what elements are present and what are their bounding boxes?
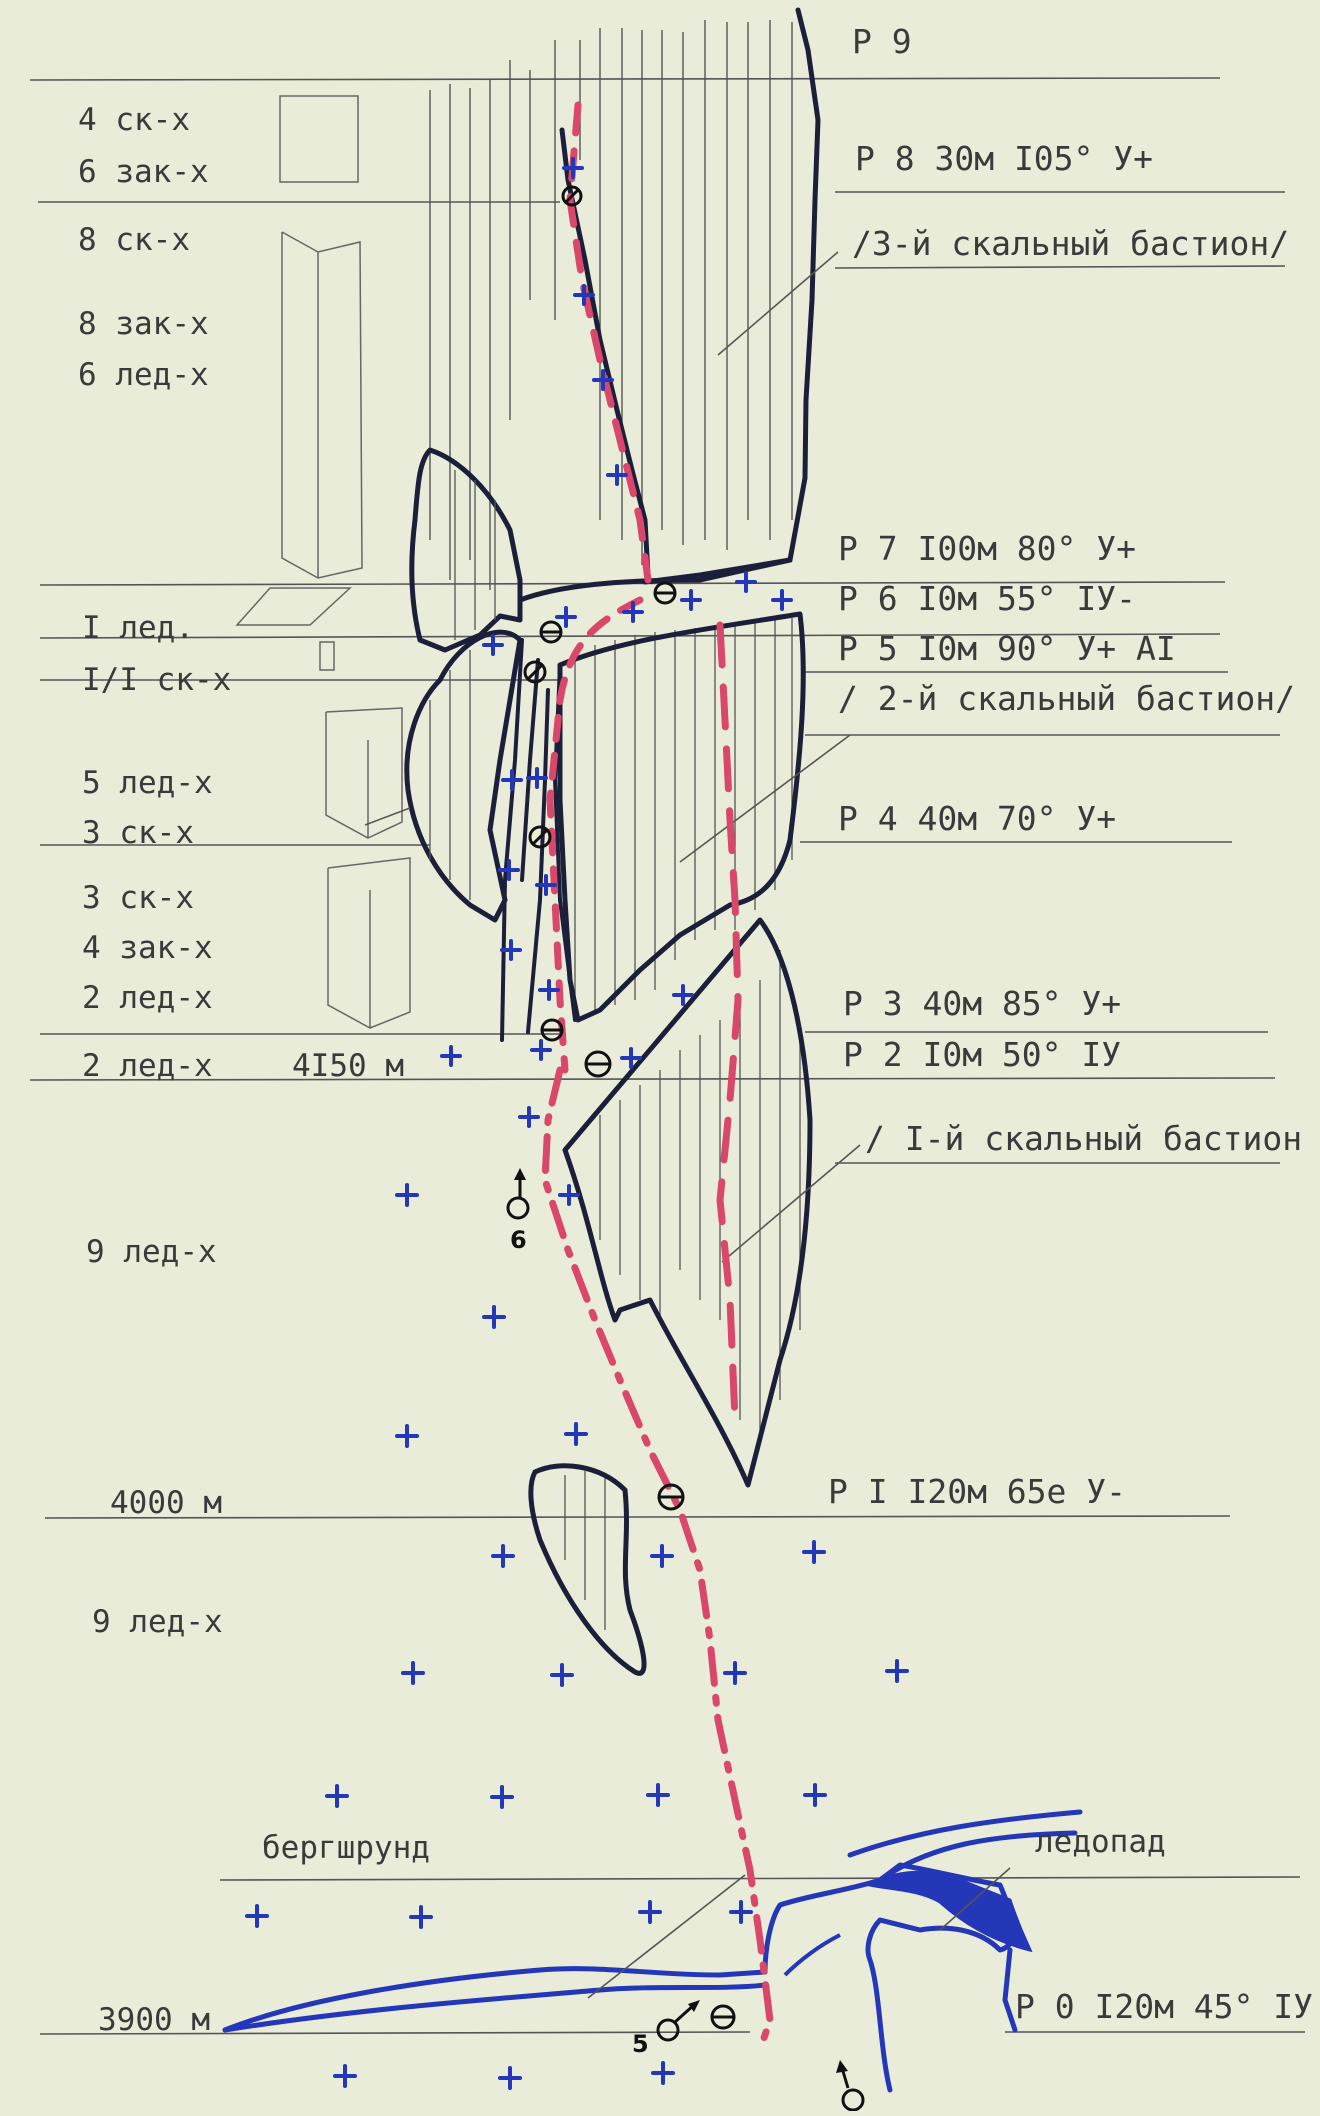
pitch-r0: Р 0 I20м 45° IУ bbox=[1015, 1987, 1313, 2026]
label-bastion-3: /3-й скальный бастион/ bbox=[852, 224, 1289, 263]
ice-screw-marks bbox=[245, 157, 909, 2090]
altitude-4150: 4I50 м bbox=[292, 1048, 404, 1084]
pencil-symbols bbox=[235, 95, 411, 1029]
pitch-r9: Р 9 bbox=[852, 22, 912, 61]
label-chocks-6: 6 зак-х bbox=[78, 154, 209, 190]
label-rock-pitons-3b: 3 ск-х bbox=[82, 880, 194, 916]
pitch-labels: Р 9 Р 8 30м I05° У+ Р 7 I00м 80° У+ Р 6 … bbox=[828, 22, 1313, 2026]
label-bastion-1: / I-й скальный бастион bbox=[865, 1119, 1302, 1158]
label-icefall: ледопад bbox=[1035, 1824, 1166, 1860]
feature-labels: /3-й скальный бастион/ / 2-й скальный ба… bbox=[262, 224, 1302, 1866]
pitch-r6: Р 6 I0м 55° IУ- bbox=[838, 579, 1136, 618]
label-ice-screws-2a: 2 лед-х bbox=[82, 980, 213, 1016]
pitch-r1: Р I I20м 65е У- bbox=[828, 1472, 1126, 1511]
camp-number-5: 5 bbox=[632, 2030, 649, 2058]
rock-outcrop-mid bbox=[364, 629, 577, 1042]
label-rock-1-1: I/I ск-х bbox=[82, 662, 231, 698]
label-ice-screws-5: 5 лед-х bbox=[82, 765, 213, 801]
bastion-2 bbox=[557, 611, 851, 1023]
altitude-4000: 4000 м bbox=[110, 1485, 222, 1521]
pitch-r7: Р 7 I00м 80° У+ bbox=[838, 529, 1136, 568]
label-chocks-4: 4 зак-х bbox=[82, 930, 213, 966]
label-bastion-2: / 2-й скальный бастион/ bbox=[838, 679, 1295, 718]
pitch-r8: Р 8 30м I05° У+ bbox=[855, 139, 1153, 178]
camp-marker-bottom bbox=[836, 2060, 865, 2112]
pitch-r4: Р 4 40м 70° У+ bbox=[838, 799, 1116, 838]
label-rock-pitons-4: 4 ск-х bbox=[78, 102, 190, 138]
label-ice-screws-2b: 2 лед-х bbox=[82, 1048, 213, 1084]
left-labels: 4 ск-х 6 зак-х 8 ск-х 8 зак-х 6 лед-х I … bbox=[78, 102, 231, 1640]
camp-marker-5: 5 bbox=[632, 2000, 700, 2058]
belay-markers bbox=[523, 185, 736, 2030]
label-ice-screws-9b: 9 лед-х bbox=[92, 1604, 223, 1640]
label-ice-screws-9a: 9 лед-х bbox=[86, 1234, 217, 1270]
route-lines bbox=[541, 101, 774, 2054]
altitude-3900: 3900 м bbox=[98, 2002, 210, 2038]
bastion-1 bbox=[562, 917, 861, 1488]
label-rock-pitons-3a: 3 ск-х bbox=[82, 815, 194, 851]
label-ice-1: I лед. bbox=[82, 610, 194, 646]
pitch-r5: Р 5 I0м 90° У+ AI bbox=[838, 629, 1176, 668]
rock-outcrop-upper bbox=[409, 447, 791, 653]
pitch-r3: Р 3 40м 85° У+ bbox=[843, 984, 1121, 1023]
label-bergschrund: бергшрунд bbox=[262, 1830, 430, 1866]
camp-number-6: 6 bbox=[510, 1226, 527, 1254]
camp-marker-6: 6 bbox=[506, 1168, 530, 1254]
small-rock bbox=[528, 1463, 647, 1676]
label-ice-screws-6: 6 лед-х bbox=[78, 357, 209, 393]
label-chocks-8: 8 зак-х bbox=[78, 306, 209, 342]
label-rock-pitons-8: 8 ск-х bbox=[78, 222, 190, 258]
altitude-labels: 4I50 м 4000 м 3900 м bbox=[98, 1048, 404, 2038]
pitch-r2: Р 2 I0м 50° IУ bbox=[843, 1035, 1121, 1074]
glacier-features bbox=[222, 1809, 1083, 2093]
